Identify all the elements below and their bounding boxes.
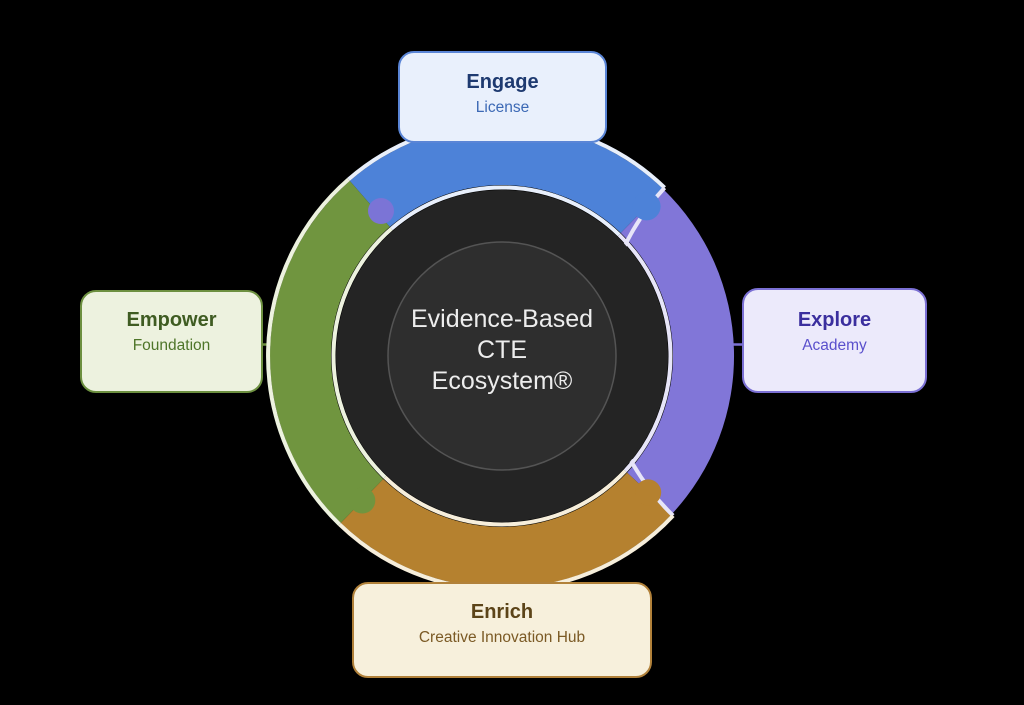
hub-label-line3: Ecosystem® (431, 367, 573, 395)
inner-edge-explore (617, 233, 673, 473)
puzzle-tab-green-brown (349, 487, 376, 514)
inner-edge-enrich (383, 469, 627, 527)
node-engage-subtitle: License (475, 99, 530, 116)
inner-edge-engage (390, 185, 621, 237)
outer-edge-empower (266, 177, 350, 526)
puzzle-tab-brown-purple (635, 479, 662, 506)
ring-segment-enrich (340, 472, 672, 589)
ring-segment-explore (620, 189, 735, 515)
node-enrich-subtitle: Creative Innovation Hub (418, 629, 586, 646)
node-empower-title: Empower (126, 309, 217, 331)
hub-label-line2: CTE (477, 336, 527, 364)
node-enrich: Enrich Creative Innovation Hub (352, 582, 652, 678)
node-explore-title: Explore (797, 309, 872, 331)
node-empower: Empower Foundation (80, 290, 263, 393)
node-empower-subtitle: Foundation (132, 337, 211, 354)
node-explore: Explore Academy (742, 288, 927, 393)
ring-segment-empower (269, 180, 390, 523)
node-explore-subtitle: Academy (802, 337, 867, 354)
puzzle-tab-blue-purple (632, 192, 661, 221)
node-engage-title: Engage (466, 71, 539, 93)
inner-edge-empower (331, 227, 393, 479)
node-engage: Engage License (398, 51, 607, 143)
hub-label: Evidence-Based CTE Ecosystem® (352, 304, 652, 400)
hub-label-line1: Evidence-Based (410, 305, 594, 333)
node-enrich-title: Enrich (470, 601, 534, 623)
puzzle-dot-green-blue (368, 198, 394, 224)
hub-inner-circle (387, 241, 617, 471)
ring-segment-engage (349, 123, 664, 233)
